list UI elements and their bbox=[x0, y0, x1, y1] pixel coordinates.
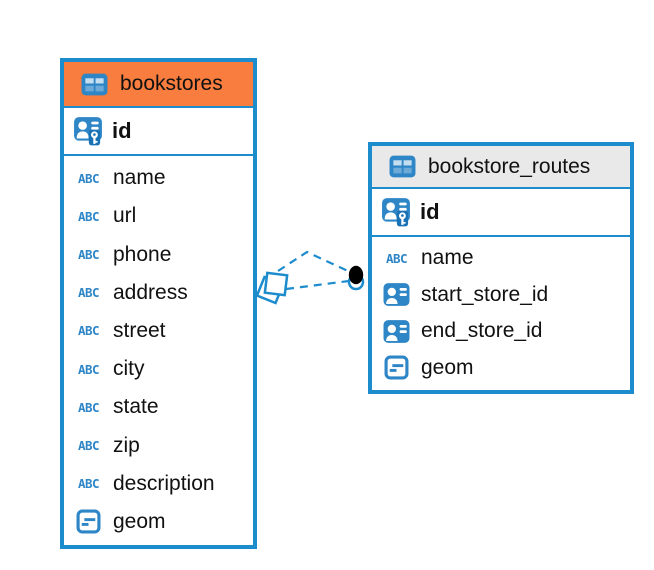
column-row-id[interactable]: id bbox=[64, 108, 253, 156]
table-title: bookstore_routes bbox=[428, 154, 591, 178]
column-row-phone[interactable]: ABC phone bbox=[64, 235, 253, 274]
primary-key-icon bbox=[72, 116, 103, 146]
primary-key-icon bbox=[380, 197, 411, 227]
column-row-state[interactable]: ABC state bbox=[64, 388, 253, 427]
column-list: ABC name ABC url ABC phone ABC address A… bbox=[64, 156, 253, 545]
column-name: street bbox=[113, 318, 166, 342]
column-row-name[interactable]: ABC name bbox=[372, 240, 630, 277]
relationship-line-bent[interactable] bbox=[277, 250, 349, 272]
table-title: bookstores bbox=[120, 72, 223, 95]
table-bookstore-routes-header[interactable]: bookstore_routes bbox=[372, 146, 630, 189]
column-name: id bbox=[112, 118, 132, 143]
table-icon bbox=[79, 73, 110, 96]
text-type-icon: ABC bbox=[77, 476, 100, 492]
column-row-url[interactable]: ABC url bbox=[64, 197, 253, 236]
relationship-source-marker[interactable] bbox=[255, 271, 289, 305]
column-name: geom bbox=[421, 355, 474, 379]
text-type-icon: ABC bbox=[77, 208, 100, 224]
column-row-name[interactable]: ABC name bbox=[64, 159, 253, 198]
column-row-geom[interactable]: geom bbox=[372, 349, 630, 386]
geometry-type-icon bbox=[73, 509, 104, 534]
column-name: start_store_id bbox=[421, 282, 549, 306]
text-type-icon: ABC bbox=[77, 438, 100, 454]
column-name: name bbox=[421, 246, 474, 270]
reference-type-icon bbox=[381, 319, 412, 344]
relationship-line-straight[interactable] bbox=[285, 279, 350, 291]
column-name: geom bbox=[113, 509, 166, 533]
column-name: address bbox=[113, 280, 188, 304]
text-type-icon: ABC bbox=[77, 170, 100, 186]
column-name: end_store_id bbox=[421, 319, 543, 343]
text-type-icon: ABC bbox=[385, 250, 408, 266]
text-type-icon: ABC bbox=[77, 399, 100, 415]
text-type-icon: ABC bbox=[77, 323, 100, 339]
text-type-icon: ABC bbox=[77, 247, 100, 262]
column-row-city[interactable]: ABC city bbox=[64, 350, 253, 389]
column-name: zip bbox=[113, 433, 140, 457]
column-row-start-store-id[interactable]: start_store_id bbox=[372, 276, 630, 313]
column-row-geom[interactable]: geom bbox=[64, 502, 253, 542]
geometry-type-icon bbox=[381, 355, 412, 380]
reference-type-icon bbox=[381, 282, 412, 307]
table-bookstore-routes[interactable]: bookstore_routes id ABC name bbox=[368, 142, 634, 394]
text-type-icon: ABC bbox=[77, 361, 100, 377]
column-name: name bbox=[113, 166, 166, 190]
column-name: phone bbox=[113, 242, 172, 266]
column-name: state bbox=[113, 395, 159, 419]
column-name: description bbox=[113, 471, 215, 495]
column-row-id[interactable]: id bbox=[372, 189, 630, 237]
column-list: ABC name start_store_id bbox=[372, 237, 630, 390]
table-icon bbox=[387, 155, 418, 178]
column-row-street[interactable]: ABC street bbox=[64, 311, 253, 351]
table-bookstores[interactable]: bookstores id ABC name ABC ur bbox=[60, 58, 257, 549]
column-name: city bbox=[113, 357, 145, 381]
column-row-end-store-id[interactable]: end_store_id bbox=[372, 313, 630, 350]
column-row-address[interactable]: ABC address bbox=[64, 273, 253, 312]
column-row-zip[interactable]: ABC zip bbox=[64, 426, 253, 465]
text-type-icon: ABC bbox=[77, 285, 100, 301]
relationship-target-marker[interactable] bbox=[347, 265, 365, 291]
table-bookstores-header[interactable]: bookstores bbox=[64, 62, 253, 108]
column-name: id bbox=[420, 199, 440, 224]
column-name: url bbox=[113, 204, 137, 228]
column-row-description[interactable]: ABC description bbox=[64, 464, 253, 503]
